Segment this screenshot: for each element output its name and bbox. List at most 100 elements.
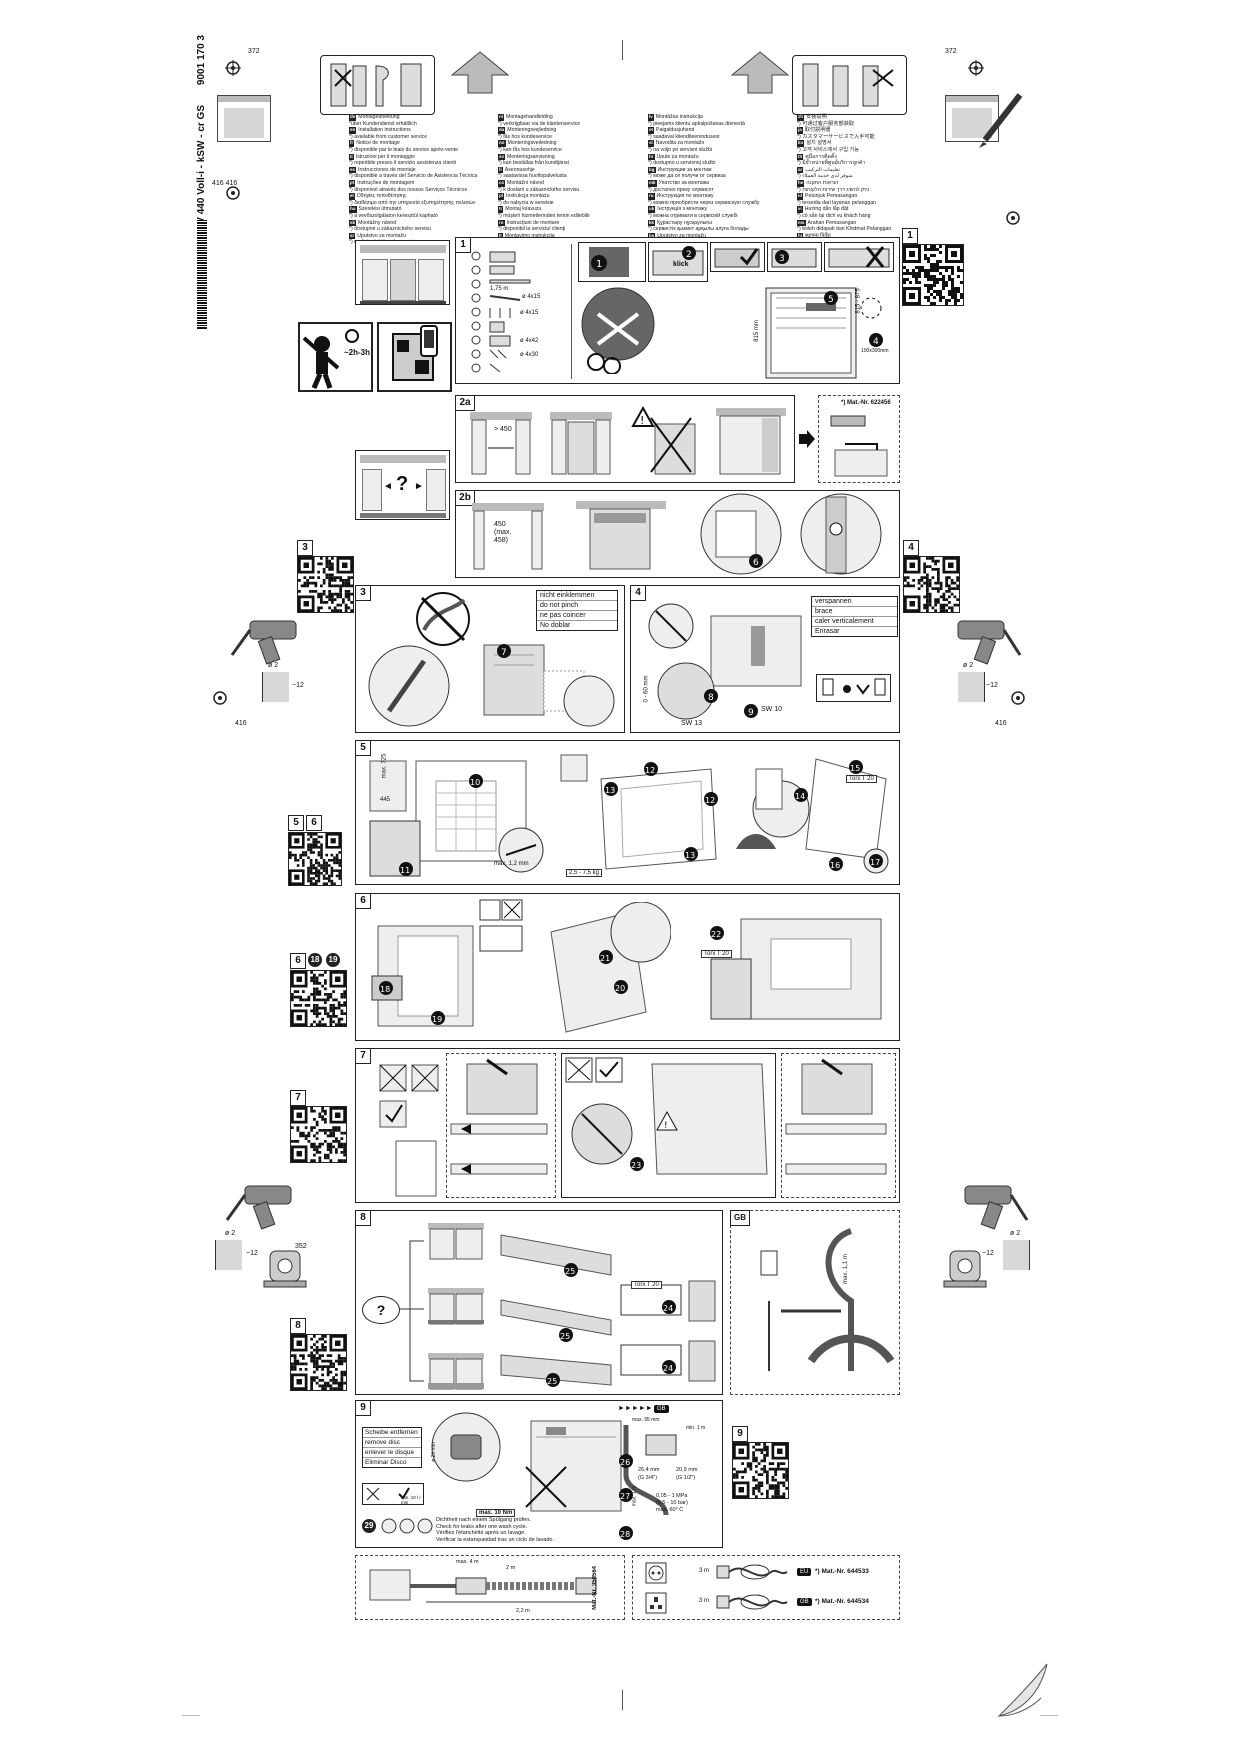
language-entry-text: *) saatavissa huoltopalvelusta bbox=[498, 173, 567, 180]
drill-depth-left-2: ~12 bbox=[246, 1250, 258, 1257]
language-entry-text: *) na voljo pri servisni službi bbox=[648, 146, 713, 153]
language-entry: *über Kundendienst erhältlich bbox=[349, 121, 494, 128]
brace-label-box: verspannen brace caler verticalement Enr… bbox=[811, 596, 898, 637]
door-attach-detail bbox=[479, 899, 523, 952]
dishwasher-install-drawing bbox=[576, 501, 666, 570]
qr-code-step-5-6[interactable] bbox=[288, 832, 342, 886]
step-8-torx: Torx T 20 bbox=[631, 1281, 662, 1289]
svg-text:25: 25 bbox=[547, 1377, 557, 1386]
language-entry-text: คู่มือการติดตั้ง bbox=[805, 153, 837, 160]
svg-text:12: 12 bbox=[705, 796, 715, 805]
circle-detail-drawing-2 bbox=[800, 493, 882, 575]
scissors-detail-icon bbox=[581, 287, 655, 374]
language-entry-text: *) a vevőszolgálaton keresztül kapható bbox=[349, 212, 438, 219]
step-1-detail-4: 3 bbox=[767, 242, 822, 272]
language-entry: *) διαθέσιμο από την υπηρεσία εξυπηρέτησ… bbox=[349, 200, 494, 207]
language-entry-text: *) достапно преку сервисот bbox=[648, 186, 714, 193]
badge-eu: EU bbox=[797, 1568, 812, 1576]
remove-disc-label-4: Eliminar Disco bbox=[365, 1459, 407, 1466]
qr-code-step-9[interactable] bbox=[732, 1442, 789, 1499]
drill-icon-right-2 bbox=[964, 1185, 1029, 1230]
language-entry-text: تعليمات التركيب bbox=[805, 166, 840, 173]
registration-mark-icon bbox=[213, 691, 227, 705]
language-entry: *) disponibil la serviciul clienți bbox=[498, 226, 643, 233]
cabinet-preview-top bbox=[355, 240, 450, 305]
language-entry-text: *) διαθέσιμο από την υπηρεσία εξυπηρέτησ… bbox=[349, 199, 476, 206]
page-curl-icon bbox=[997, 1663, 1048, 1717]
language-entry-text: *) verkrijgbaar via de klantenservice bbox=[498, 120, 581, 127]
step-2a-panel: 2a > 450 ! bbox=[455, 395, 795, 483]
remove-disc-box: Scheibe entfernen remove disc enlever le… bbox=[362, 1427, 422, 1468]
language-entry: *) ניתן להשיג דרך שירות הלקוחות bbox=[797, 187, 942, 194]
qr-code-step-3[interactable] bbox=[297, 556, 354, 613]
pressure-label-3: max. 60° C bbox=[656, 1507, 684, 1513]
leveling-foot-icon-left bbox=[263, 1250, 307, 1288]
leveling-foot-icon-right bbox=[943, 1250, 987, 1288]
drill-icon-left-2 bbox=[225, 1185, 292, 1230]
language-entry: *) 可通过客户服务部获取 bbox=[797, 121, 942, 128]
language-code-badge: vi bbox=[797, 206, 803, 213]
qr-code-step-6[interactable] bbox=[290, 970, 347, 1027]
qr-code-step-4[interactable] bbox=[903, 556, 960, 613]
language-entry-text: Montagehandleiding bbox=[506, 114, 553, 120]
language-entry-text: *) カスタマーサービスで入手可能 bbox=[797, 133, 875, 140]
svg-text:!: ! bbox=[640, 414, 644, 427]
qr-code-step-1[interactable] bbox=[902, 244, 964, 306]
registration-mark-icon bbox=[968, 60, 984, 76]
language-entry-text: Monteringsveiledning bbox=[507, 140, 557, 147]
dim-416-416: 416 416 bbox=[212, 180, 238, 187]
language-entry: *) verkrijgbaar via de klantenservice bbox=[498, 121, 643, 128]
gb-pill: GB bbox=[654, 1405, 669, 1413]
brace-label-2: brace bbox=[812, 607, 897, 617]
language-code-badge: id bbox=[797, 193, 803, 200]
qr-5-label: 5 bbox=[288, 815, 304, 831]
brace-label-4: Enrasar bbox=[815, 628, 840, 635]
language-entry-text: Montážní návod bbox=[507, 179, 544, 186]
language-code-badge: de bbox=[349, 114, 357, 121]
step-1-number: 1 bbox=[455, 237, 471, 253]
drill-icon-right bbox=[957, 620, 1022, 665]
qr-code-step-8[interactable] bbox=[290, 1334, 347, 1391]
language-entry-text: *) saadaval klienditeenindusest bbox=[648, 133, 720, 140]
drill-hole-right-2 bbox=[1003, 1240, 1030, 1270]
step-2a-mat-nr: *) Mat.-Nr. 622456 bbox=[841, 400, 891, 406]
language-entry-text: *) available from customer service bbox=[349, 133, 428, 140]
crop-mark bbox=[622, 1690, 623, 1710]
leak-check-2: Check for leaks after one wash cycle. bbox=[436, 1523, 528, 1530]
arrow-up-icon bbox=[730, 51, 790, 94]
svg-text:23: 23 bbox=[631, 1161, 641, 1170]
step-7-center-panel: !23 bbox=[561, 1053, 776, 1198]
svg-text:26: 26 bbox=[620, 1458, 630, 1467]
language-entry: *) saatavissa huoltopalvelusta bbox=[498, 173, 643, 180]
no-pinch-label-2: do not pinch bbox=[537, 601, 617, 611]
language-entry-text: *) k dostání u zákaznického servisu bbox=[498, 186, 580, 193]
step-29-badge: 29 bbox=[362, 1519, 376, 1533]
qr-code-step-7[interactable] bbox=[290, 1106, 347, 1163]
step-5-dim-2: 445 bbox=[380, 797, 391, 803]
part-dim-5: ø 4x30 bbox=[520, 352, 539, 358]
drill-hole-right bbox=[958, 672, 985, 702]
model-code: GV 440 Voll-i - kSW - cr GS bbox=[196, 105, 207, 232]
language-entry-text: *) сервистік қызмет арқылы алуға болады bbox=[648, 226, 749, 233]
step-8-number: 8 bbox=[355, 1210, 371, 1226]
dishwasher-drawing: 5 4 bbox=[765, 287, 883, 379]
language-code-badge: ar bbox=[797, 166, 804, 174]
socket-eu-icon bbox=[645, 1562, 667, 1584]
language-code-badge: pt bbox=[349, 179, 356, 187]
language-code-badge: es bbox=[349, 166, 357, 174]
language-entry-text: *) disponível através dos nossos Serviço… bbox=[349, 186, 468, 193]
language-entry-text: Montaj kılavuzu bbox=[505, 206, 542, 213]
language-entry-text: Құрастыру нұсқаулығы bbox=[657, 219, 712, 226]
language-entry: *) do nabycia w serwisie bbox=[498, 200, 643, 207]
language-entry: *) k dostání u zákaznického servisu bbox=[498, 187, 643, 194]
language-entry-text: Οδηγίες τοποθέτησης bbox=[356, 193, 407, 200]
language-code-badge: lv bbox=[648, 114, 654, 121]
svg-text:27: 27 bbox=[620, 1492, 630, 1501]
